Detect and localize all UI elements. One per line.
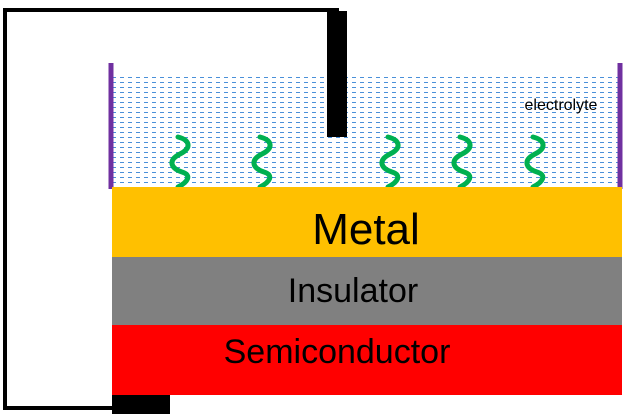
molecule-4: [451, 134, 473, 190]
circuit-wire: [3, 8, 339, 410]
molecule-3: [379, 134, 401, 190]
insulator-label: Insulator: [288, 272, 418, 310]
molecule-5: [524, 134, 546, 190]
back-contact: [112, 395, 170, 414]
molecule-1: [169, 134, 191, 190]
insulator-layer: [112, 257, 622, 325]
electrolyte-label: electrolyte: [525, 97, 598, 114]
metal-layer: [112, 187, 622, 257]
semiconductor-label: Semiconductor: [224, 333, 451, 371]
metal-label: Metal: [312, 205, 420, 254]
surface-molecules: [169, 134, 546, 190]
molecule-2: [251, 134, 273, 190]
electrolyte-region: [112, 77, 618, 187]
reference-electrode: [327, 11, 347, 137]
semiconductor-layer: [112, 325, 622, 395]
